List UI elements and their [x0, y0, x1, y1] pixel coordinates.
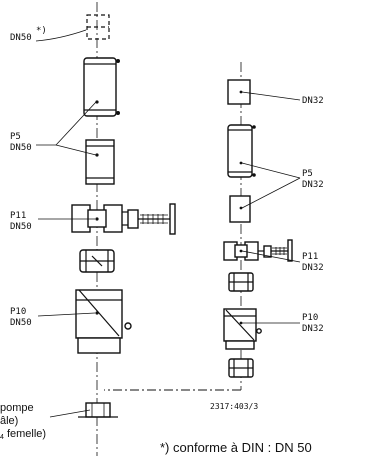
note-pump-subscript: 4	[0, 434, 4, 441]
label-p11-dn50: P11 DN50	[10, 211, 95, 232]
label-p5-right: P5	[302, 169, 313, 179]
label-p10-left: P10	[10, 307, 26, 317]
label-p11-right-dn: DN32	[302, 263, 324, 273]
label-dn50-star: DN50 *)	[10, 26, 87, 43]
dn32-bottom-coupling	[228, 358, 254, 378]
dn50-connection-stub	[86, 14, 110, 40]
p5-dn32-short-pipe	[229, 195, 251, 223]
label-p5-left: P5	[10, 132, 21, 142]
label-p10-left-dn: DN50	[10, 318, 32, 328]
p10-dn50-check-valve	[75, 289, 132, 354]
label-p11-left: P11	[10, 211, 26, 221]
footnote: *) conforme à DIN : DN 50	[160, 440, 312, 455]
label-p10-right-dn: DN32	[302, 324, 324, 334]
label-dn32-top: DN32	[302, 96, 324, 106]
label-p10-right: P10	[302, 313, 318, 323]
label-p10-dn32: P10 DN32	[242, 313, 324, 334]
label-p5-dn50: P5 DN50	[10, 101, 97, 156]
label-p11-left-dn: DN50	[10, 222, 32, 232]
p5-dn50-short-pipe	[85, 139, 115, 185]
dn32-flange-coupling	[228, 272, 254, 292]
label-p11-right: P11	[302, 252, 318, 262]
label-p10-dn50: P10 DN50	[10, 307, 96, 328]
pump-connection-flange	[78, 402, 118, 418]
note-pump-line2: âle)	[0, 415, 18, 427]
label-p5-dn32: P5 DN32	[241, 162, 324, 209]
note-pump-line3: 4 femelle)	[0, 428, 46, 441]
label-dn50: DN50	[10, 33, 32, 43]
p5-dn50-pipe	[83, 57, 120, 117]
label-p11-dn32: P11 DN32	[241, 250, 324, 273]
dn50-flange-coupling	[79, 249, 115, 273]
dn32-top-pipe: DN32	[227, 79, 324, 106]
p5-dn32-pipe	[227, 124, 256, 178]
p10-dn32-check-valve	[223, 308, 262, 350]
p11-dn50-gate-valve	[71, 203, 176, 235]
label-p5-left-dn: DN50	[10, 143, 32, 153]
label-p5-right-dn: DN32	[302, 180, 324, 190]
label-star-mark: *)	[36, 26, 47, 36]
drawing-number: 2317:403/3	[210, 402, 258, 411]
pump-connection-note: pompe âle) 4 femelle)	[0, 402, 91, 441]
p11-dn32-gate-valve	[223, 239, 293, 262]
note-pump-line1: pompe	[0, 402, 34, 414]
note-pump-line3-rest: femelle)	[4, 428, 46, 440]
